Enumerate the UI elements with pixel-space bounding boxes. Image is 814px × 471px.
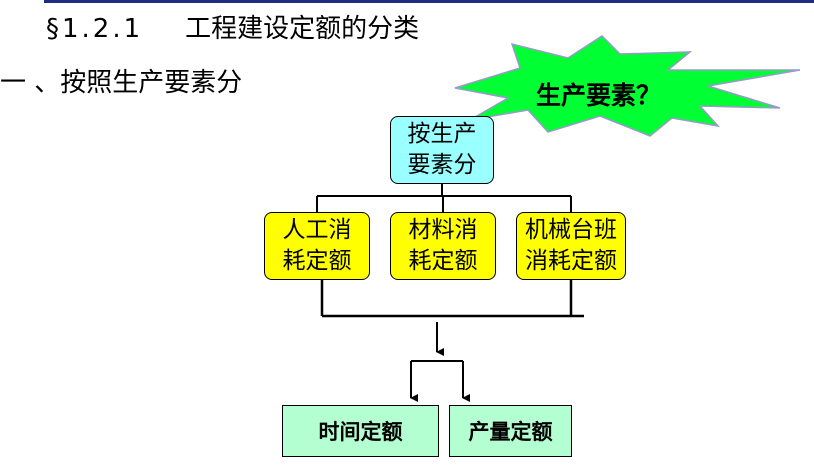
node-label: 按生产 要素分 xyxy=(407,121,477,178)
section-heading: §1.2.1 工程建设定额的分类 xyxy=(46,8,419,45)
section-title: 工程建设定额的分类 xyxy=(185,14,420,44)
subtitle: 一 、按照生产要素分 xyxy=(0,68,243,98)
node-label: 机械台班 消耗定额 xyxy=(525,217,617,274)
starburst-callout xyxy=(454,35,801,137)
node-by-production-factor: 按生产 要素分 xyxy=(390,116,494,184)
node-label: 产量定额 xyxy=(468,420,553,444)
callout-label: 生产要素？ xyxy=(536,81,662,110)
node-label: 人工消 耗定额 xyxy=(282,217,352,274)
node-output-quota: 产量定额 xyxy=(449,405,572,457)
node-label: 时间定额 xyxy=(318,420,403,444)
node-labor-quota: 人工消 耗定额 xyxy=(264,212,370,280)
node-material-quota: 材料消 耗定额 xyxy=(390,212,496,280)
node-time-quota: 时间定额 xyxy=(282,405,439,457)
node-label: 材料消 耗定额 xyxy=(408,217,478,274)
header-rule xyxy=(44,0,814,3)
section-number: §1.2.1 xyxy=(46,14,144,44)
node-machine-quota: 机械台班 消耗定额 xyxy=(516,212,626,280)
